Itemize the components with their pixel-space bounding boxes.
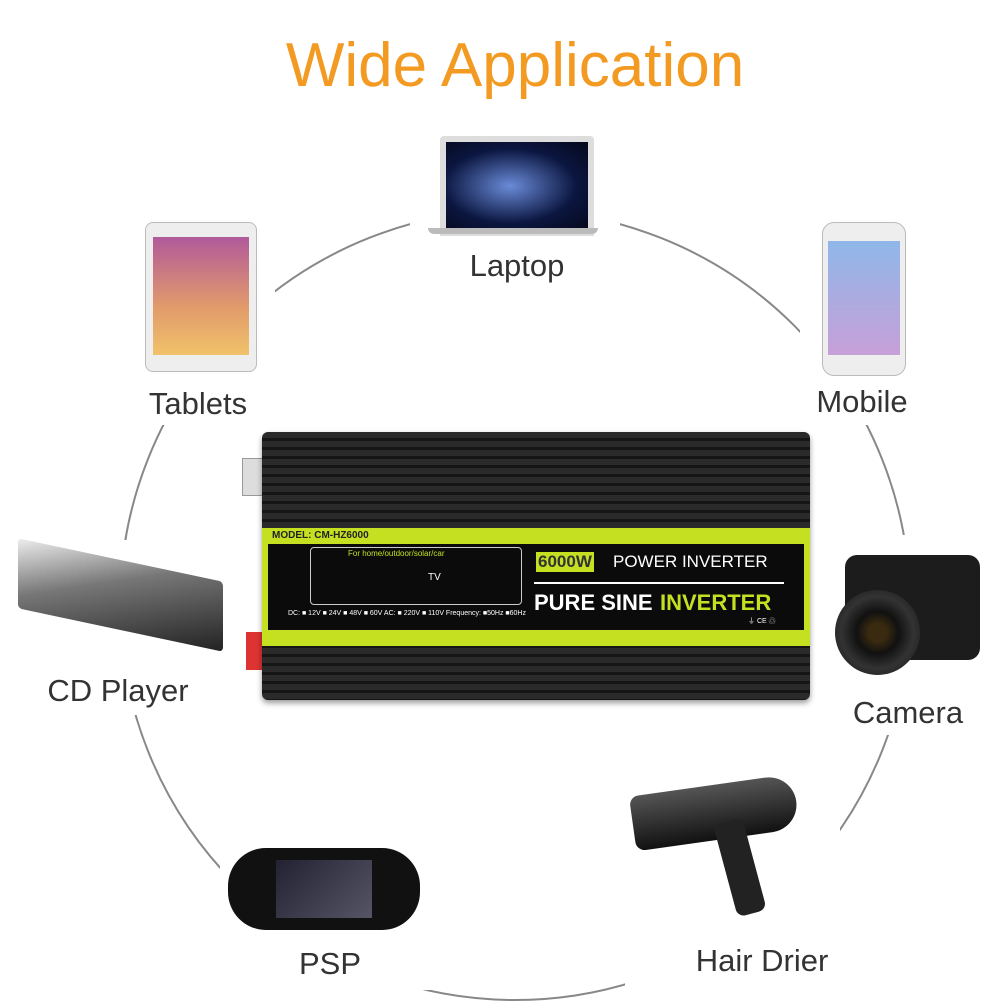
label-hair-drier: Hair Drier — [695, 943, 829, 978]
model-text: MODEL: CM-HZ6000 — [272, 530, 369, 541]
mobile-image — [822, 222, 906, 376]
label-tablets: Tablets — [148, 386, 248, 421]
page-title: Wide Application — [285, 31, 745, 100]
label-mobile: Mobile — [816, 384, 908, 419]
label-cd-player: CD Player — [47, 673, 189, 708]
certifications: ⏚ CE ♲ — [748, 618, 776, 625]
inverter-image: MODEL: CM-HZ6000 For home/outdoor/solar/… — [262, 432, 810, 700]
inverter-text: INVERTER — [660, 590, 772, 615]
label-camera: Camera — [852, 695, 964, 730]
power-inverter-text: POWER INVERTER — [613, 552, 768, 571]
tablet-image — [145, 222, 257, 372]
specs-text: DC: ■ 12V ■ 24V ■ 48V ■ 60V AC: ■ 220V ■… — [288, 610, 526, 617]
psp-image — [228, 848, 420, 930]
pure-sine-text: PURE SINE — [534, 590, 653, 615]
usage-text: For home/outdoor/solar/car — [348, 549, 445, 558]
laptop-image — [440, 136, 594, 236]
tv-text: TV — [428, 572, 441, 583]
power-rating: 6000W — [536, 552, 594, 572]
label-psp: PSP — [298, 946, 362, 981]
label-laptop: Laptop — [469, 248, 565, 283]
